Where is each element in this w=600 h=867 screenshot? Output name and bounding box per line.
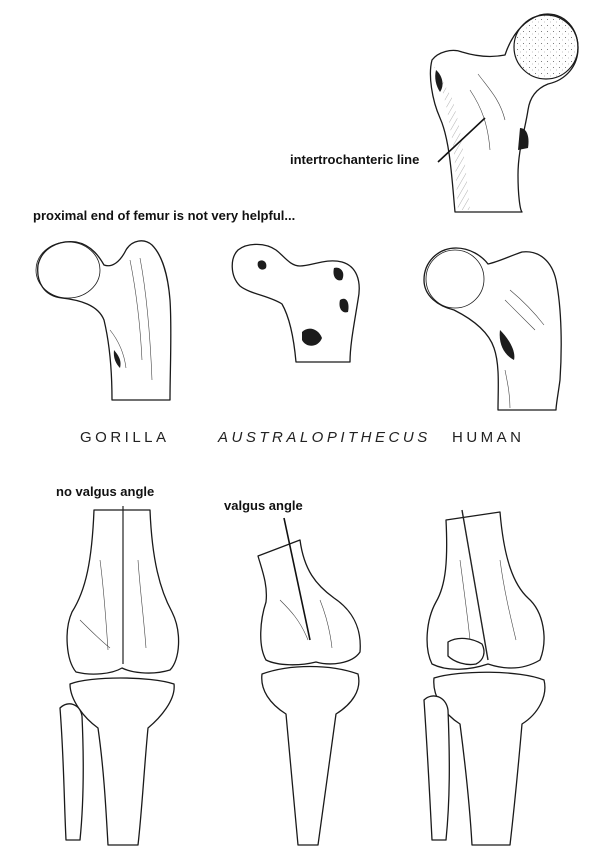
caption-human: HUMAN — [452, 429, 525, 446]
caption-gorilla: GORILLA — [80, 429, 170, 446]
valgus-label: valgus angle — [224, 498, 303, 513]
valgus-pointer — [283, 517, 311, 641]
human-proximal-femur-drawing — [429, 13, 579, 213]
human-knee-drawing — [423, 511, 546, 846]
intertrochanteric-pointer — [437, 117, 486, 163]
australopithecus-proximal-femur-drawing — [231, 243, 360, 363]
proximal-heading: proximal end of femur is not very helpfu… — [33, 208, 295, 223]
no-valgus-label: no valgus angle — [56, 484, 154, 499]
human-proximal-femur-small-drawing — [423, 247, 562, 411]
gorilla-proximal-femur-drawing — [35, 240, 172, 401]
caption-australopithecus: AUSTRALOPITHECUS — [217, 429, 431, 446]
gorilla-knee-drawing — [59, 509, 180, 846]
intertrochanteric-label: intertrochanteric line — [290, 152, 419, 167]
human-shaft-axis — [461, 509, 489, 661]
australopithecus-knee-drawing — [257, 539, 361, 846]
